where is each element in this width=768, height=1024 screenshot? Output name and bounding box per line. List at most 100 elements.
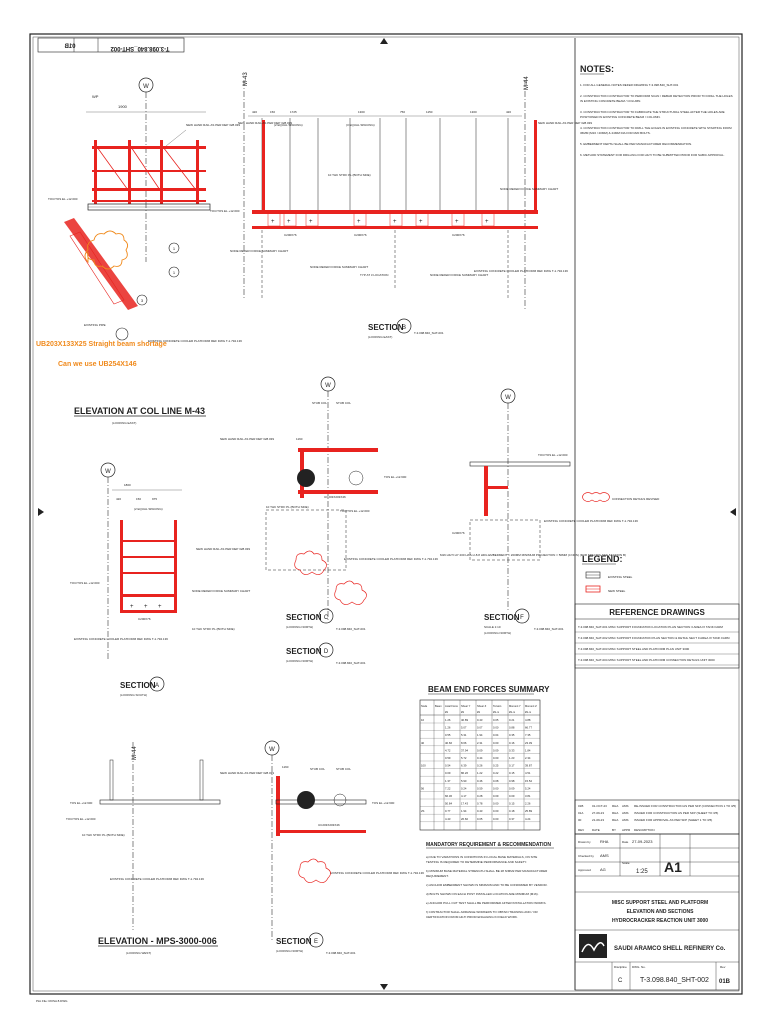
revision-header: REV — [578, 828, 584, 832]
bef-cell: 17.43 — [461, 802, 468, 806]
bef-cell: 86.26 — [461, 771, 468, 775]
svg-text:DWG. No.: DWG. No. — [632, 965, 646, 969]
svg-text:EXISTING CONCRETE COOLER PLATF: EXISTING CONCRETE COOLER PLATFORM REF DW… — [474, 269, 568, 273]
svg-text:975: 975 — [152, 497, 157, 501]
svg-text:UC203X203X46: UC203X203X46 — [318, 823, 340, 827]
title-rev: 01B — [719, 979, 731, 985]
bef-cell: 0.09 — [509, 794, 515, 798]
note-item-2: 2. CONSTRUCTION CONTRACTOR TO PERFORM SC… — [580, 94, 733, 98]
svg-text:1: 1 — [173, 270, 176, 275]
bef-cell: 4.24 — [525, 817, 531, 821]
bef-cell: 3.81 — [525, 794, 531, 798]
centering-mark-right — [730, 508, 736, 516]
bef-cell: 0.25 — [493, 764, 499, 768]
svg-text:(2 EQUAL SPACING): (2 EQUAL SPACING) — [274, 123, 303, 127]
bef-cell: 0.00 — [493, 817, 499, 821]
bef-header: Axial Force — [445, 704, 459, 708]
svg-text:NODE REFER FORCE SUMMARY CHART: NODE REFER FORCE SUMMARY CHART — [500, 187, 558, 191]
svg-text:ELEVATION AND SECTIONS: ELEVATION AND SECTIONS — [627, 909, 695, 915]
svg-text:A: A — [155, 683, 159, 689]
bef-cell: 5.90 — [461, 779, 467, 783]
centering-mark-left — [38, 508, 44, 516]
section-f: W TOC/TOS EL +12.000 C200X76 M16 HILTI H… — [440, 388, 638, 635]
revision-cell: 01-OCT-23 — [592, 804, 607, 808]
bef-cell: 0.55 — [445, 733, 451, 737]
svg-text:+: + — [158, 604, 162, 610]
svg-text:C200X76: C200X76 — [138, 617, 151, 621]
svg-text:Checked by: Checked by — [578, 854, 594, 858]
bef-cell: 5.72 — [461, 756, 467, 760]
svg-text:TOC/TOS EL +12.000: TOC/TOS EL +12.000 — [538, 453, 568, 457]
svg-text:1: 1 — [173, 246, 176, 251]
title-block: Drawn by RHA Checked by AMS Approved AG … — [574, 833, 740, 991]
bef-cell: 6.39 — [461, 764, 467, 768]
bef-header: Torsion — [493, 704, 502, 708]
mandatory-item: REQUIREMENT. — [426, 874, 449, 878]
svg-text:TYP AT 3 LOCATION: TYP AT 3 LOCATION — [360, 273, 388, 277]
reference-row: T-3.098.840_SHT-002 MISC SUPPORT FOUNDAT… — [578, 636, 730, 640]
svg-text:(LOOKING NORTH): (LOOKING NORTH) — [276, 949, 303, 953]
bef-cell: 10 — [421, 718, 425, 722]
svg-text:TOS EL +12.600: TOS EL +12.600 — [384, 475, 407, 479]
svg-text:T-3.098.840_SHT-001: T-3.098.840_SHT-001 — [414, 331, 444, 335]
svg-text:150: 150 — [136, 497, 141, 501]
revision-cell: ISSUED FOR APPROVAL AS PER SFP (SHEET 1 … — [634, 818, 712, 822]
svg-text:1150: 1150 — [426, 110, 433, 114]
revision-header: DESCRIPTION — [634, 828, 655, 832]
legend-panel: CONNECTION DETAILS REVISED LEGEND: EXIST… — [582, 492, 660, 593]
svg-text:C: C — [324, 615, 329, 621]
bef-cell: 0.05 — [493, 718, 499, 722]
svg-text:750: 750 — [400, 110, 405, 114]
bef-unit: kN — [461, 710, 464, 714]
bef-title: BEAM END FORCES SUMMARY — [428, 685, 550, 694]
bef-cell: 4.72 — [445, 748, 451, 752]
svg-text:TOC/TOS EL +12.000: TOC/TOS EL +12.000 — [340, 509, 370, 513]
revision-cell: RHA — [612, 818, 618, 822]
svg-text:EXISTING CONCRETE COOLER PLATF: EXISTING CONCRETE COOLER PLATFORM REF DW… — [148, 339, 242, 343]
revision-cell: 00 — [578, 818, 582, 822]
svg-text:STUB COL: STUB COL — [310, 767, 325, 771]
note-item-3: POSITIONED IN EXISTING CONCRETE BEAM / C… — [580, 115, 661, 119]
bef-header: Node — [421, 704, 428, 708]
bef-cell: 0.17 — [509, 764, 515, 768]
svg-text:+: + — [455, 219, 459, 225]
bef-cell: 0.18 — [509, 809, 515, 813]
svg-text:(2 EQUAL SPACING): (2 EQUAL SPACING) — [134, 507, 163, 511]
bef-cell: 0.59 — [477, 786, 483, 790]
mandatory-item: c) ANCHOR EMBEDMENT SHOWN IS MINIMUM AND… — [426, 883, 548, 887]
bef-cell: 40 — [421, 741, 425, 745]
svg-text:+: + — [393, 219, 397, 225]
svg-text:NEW HAND RAIL AS PER DEP 328.0: NEW HAND RAIL AS PER DEP 328.039 — [220, 437, 274, 441]
svg-text:RHA: RHA — [600, 839, 609, 844]
svg-text:+: + — [130, 604, 134, 610]
svg-text:1725: 1725 — [290, 110, 297, 114]
company-name: SAUDI ARAMCO SHELL REFINERY Co. — [614, 946, 726, 952]
svg-text:C: C — [618, 978, 623, 984]
revision-cell: RE-ISSUED FOR CONSTRUCTION AS PER SFP (C… — [634, 804, 736, 808]
svg-text:10 THK STIFF PL (BOTH SIDE): 10 THK STIFF PL (BOTH SIDE) — [328, 173, 371, 177]
svg-text:C200X76: C200X76 — [452, 531, 465, 535]
svg-text:1300: 1300 — [358, 110, 365, 114]
section-d-label: SECTION — [286, 647, 322, 656]
svg-text:10 THK STIFF PL (BOTH SIDE): 10 THK STIFF PL (BOTH SIDE) — [266, 505, 309, 509]
bef-cell: 2.34 — [525, 756, 531, 760]
section-c-d: W STUB COL STUB COL 1160 UC203X203X46 TO… — [220, 376, 438, 665]
revision-cell: 21-09-23 — [592, 818, 604, 822]
svg-text:Scale: Scale — [622, 861, 630, 865]
orange-note-2: Can we use UB254X146 — [58, 361, 137, 368]
svg-text:EXISTING CONCRETE COOLER PLATF: EXISTING CONCRETE COOLER PLATFORM REF DW… — [544, 519, 638, 523]
bef-header: Moment Z — [525, 704, 537, 708]
bef-cell: 66.77 — [525, 726, 532, 730]
bef-cell: 0.33 — [509, 748, 515, 752]
bef-cell: 0.00 — [493, 756, 499, 760]
revision-cell: 01B — [578, 804, 583, 808]
bef-cell: 0.28 — [477, 794, 483, 798]
bef-cell: 0.77 — [445, 809, 451, 813]
bef-cell: 2.31 — [477, 741, 483, 745]
revision-cell: 01A — [578, 811, 583, 815]
svg-text:+: + — [144, 604, 148, 610]
bef-cell: 1.23 — [509, 756, 515, 760]
svg-text:10 THK STIFF PL (BOTH SIDE): 10 THK STIFF PL (BOTH SIDE) — [192, 627, 235, 631]
svg-text:SCALE 1:10: SCALE 1:10 — [484, 625, 501, 629]
bef-cell: 0.00 — [493, 809, 499, 813]
